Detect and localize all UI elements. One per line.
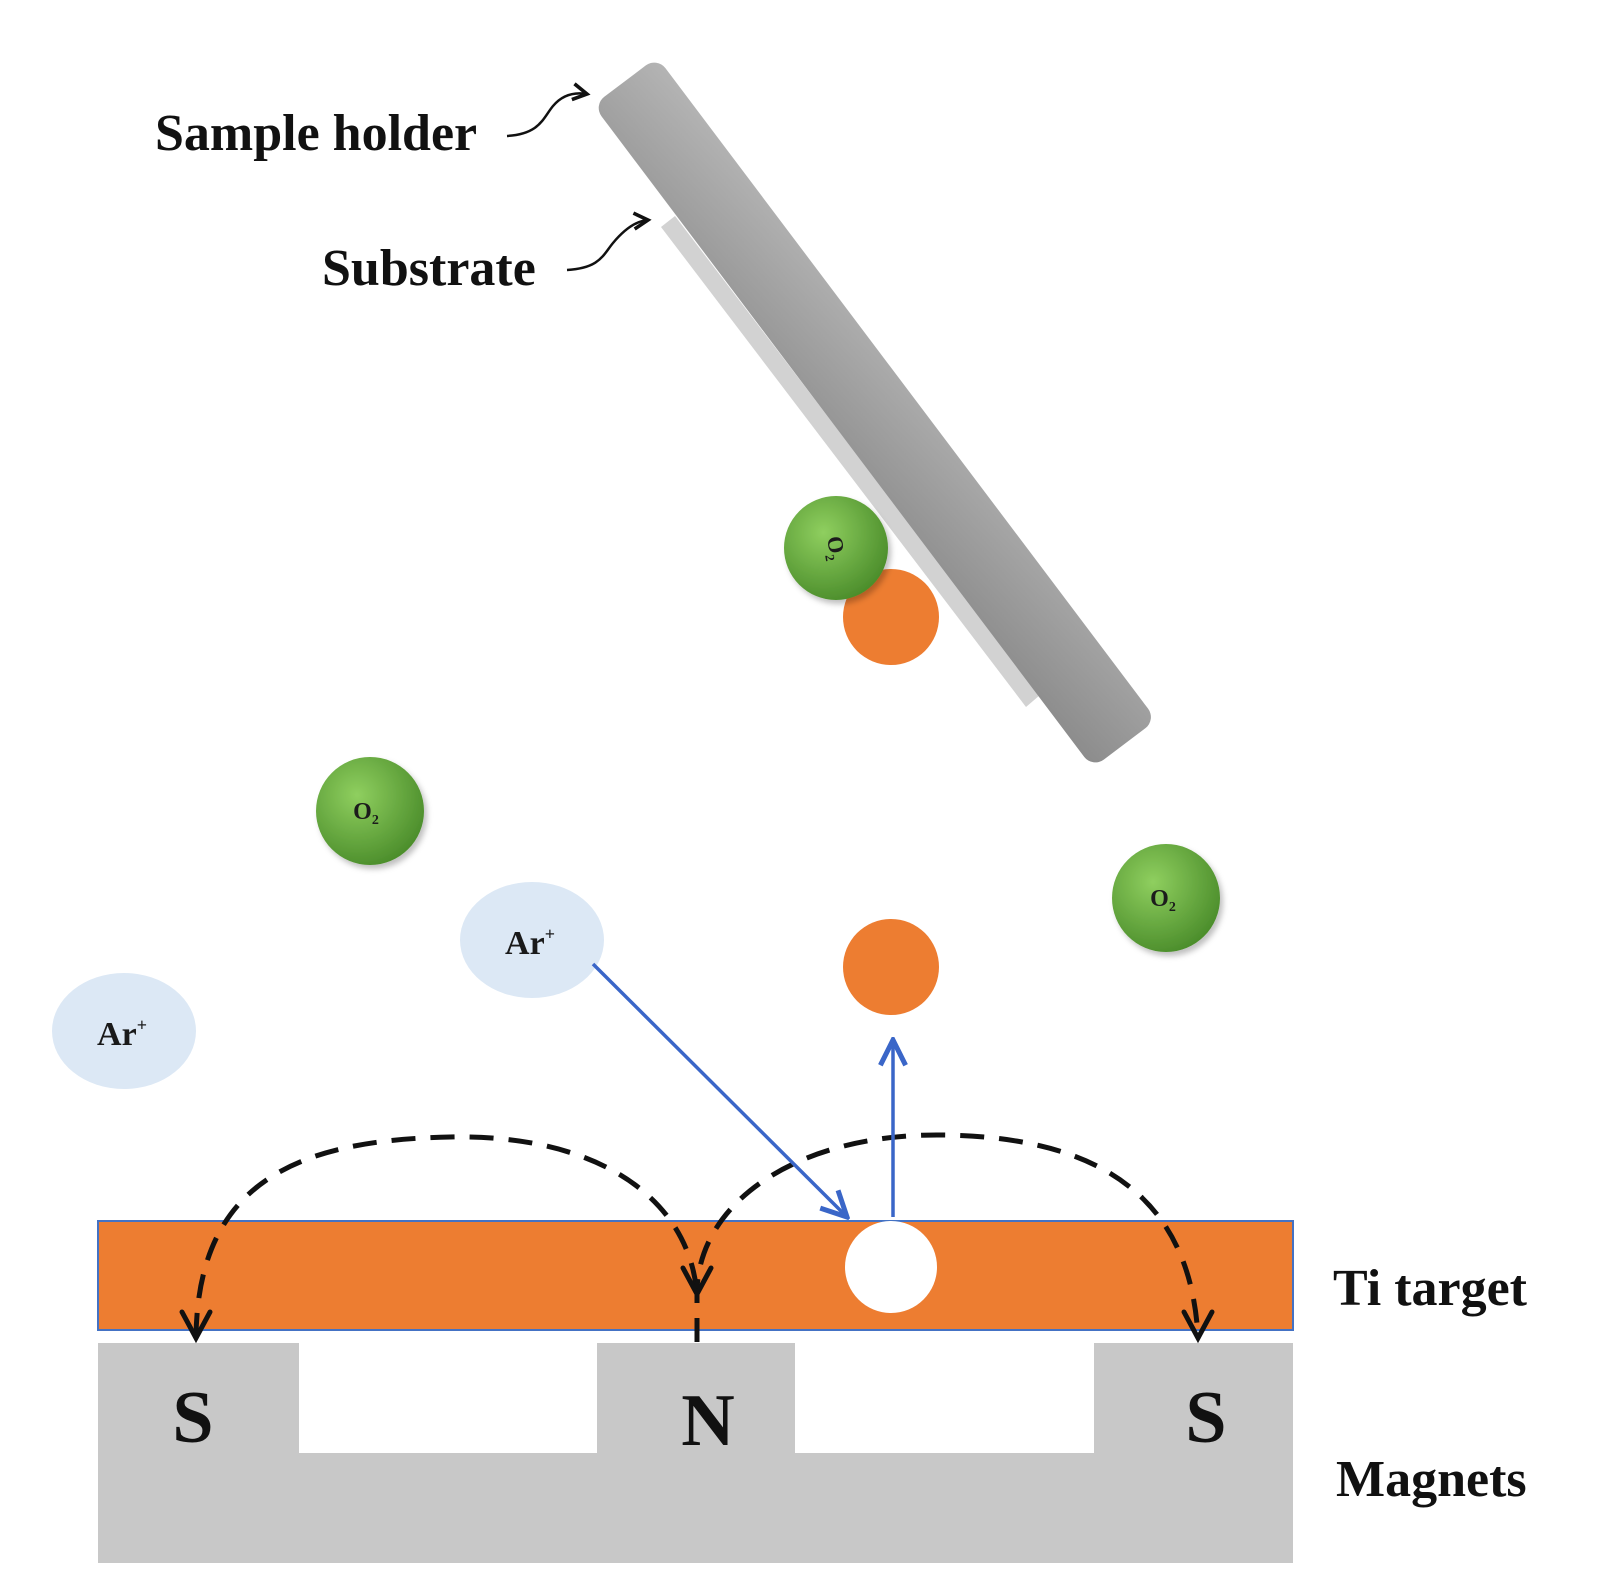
sample-holder-label: Sample holder — [155, 105, 477, 162]
ar-ion-left: Ar+ — [52, 973, 196, 1089]
substrate-callout — [566, 211, 652, 272]
o2-molecule-substrate: O2 — [784, 496, 888, 600]
substrate-label: Substrate — [322, 240, 536, 297]
o2-label: O2 — [1150, 886, 1176, 915]
field-arrowhead-left — [179, 1309, 213, 1344]
magnets-label: Magnets — [1336, 1451, 1527, 1508]
sample-holder — [598, 62, 1151, 763]
magnetic-field-lines — [193, 1132, 1201, 1342]
magnets: S N S — [98, 1343, 1293, 1563]
magnet-block — [98, 1343, 1293, 1563]
sample-holder-callout — [506, 82, 591, 138]
pole-s-right: S — [1185, 1377, 1226, 1459]
ti-atom-ejected — [843, 919, 939, 1015]
pole-s-left: S — [172, 1377, 213, 1459]
field-arrowhead-right — [1181, 1309, 1215, 1344]
ti-target-label: Ti target — [1333, 1260, 1528, 1317]
ar-ion-center: Ar+ — [460, 882, 604, 998]
ti-atom-deposited — [843, 569, 939, 665]
ar-impact-arrow — [591, 962, 847, 1217]
field-arrowhead-center — [680, 1265, 714, 1300]
o2-label: O2 — [819, 534, 851, 562]
o2-molecule-left: O2 — [316, 757, 424, 865]
field-line-right — [694, 1132, 1201, 1342]
substrate — [661, 216, 1040, 707]
sputtered-vacancy — [845, 1221, 937, 1313]
o2-label: O2 — [353, 799, 379, 828]
sample-holder-assembly — [598, 62, 1151, 763]
field-arrowheads — [179, 1265, 1215, 1344]
ar-label: Ar+ — [505, 924, 555, 962]
ar-label: Ar+ — [97, 1015, 147, 1053]
pole-n-center: N — [681, 1380, 734, 1462]
field-line-left — [193, 1134, 700, 1338]
o2-molecule-right: O2 — [1112, 844, 1220, 952]
